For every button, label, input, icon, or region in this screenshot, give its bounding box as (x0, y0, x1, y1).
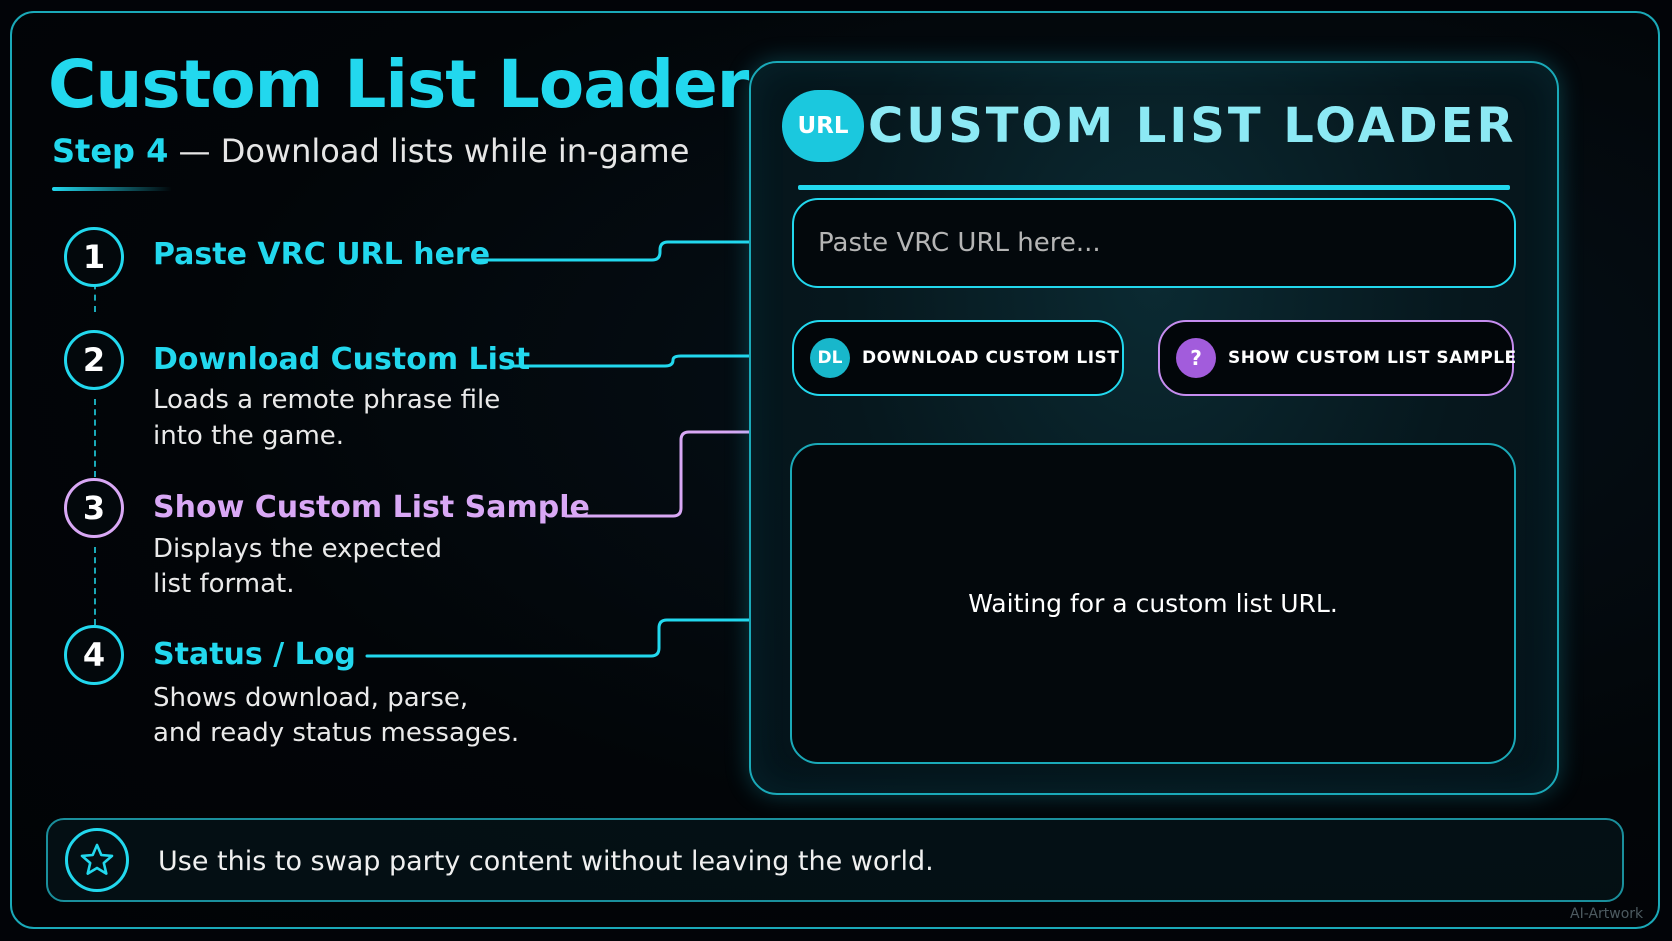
panel-title: CUSTOM LIST LOADER (868, 98, 1517, 154)
url-badge: URL (782, 90, 864, 162)
step-description-line: list format. (153, 569, 295, 599)
step-description-line: Displays the expected (153, 534, 442, 564)
step-number-badge: 2 (64, 330, 124, 390)
step-number-badge: 3 (64, 478, 124, 538)
step-heading-show-sample: Show Custom List Sample (153, 490, 590, 525)
watermark: AI-Artwork (1570, 906, 1644, 922)
panel-divider (798, 185, 1510, 190)
step-heading-download: Download Custom List (153, 342, 531, 377)
step-number-badge: 1 (64, 227, 124, 287)
footer-tip-text: Use this to swap party content without l… (158, 846, 934, 877)
title-underline (52, 187, 172, 191)
status-log-text: Waiting for a custom list URL. (968, 589, 1338, 618)
status-log-box: Waiting for a custom list URL. (790, 443, 1516, 764)
vrc-url-input[interactable]: Paste VRC URL here... (792, 198, 1516, 288)
step-heading-paste-url: Paste VRC URL here (153, 237, 491, 272)
page-title: Custom List Loader (48, 46, 749, 123)
step-description: — Download lists while in-game (168, 132, 690, 170)
download-icon: DL (810, 338, 850, 378)
step-heading-status-log: Status / Log (153, 637, 356, 672)
step-description-line: Loads a remote phrase file (153, 385, 501, 415)
footer-tip-bar (46, 818, 1624, 902)
step-number-badge: 4 (64, 625, 124, 685)
sample-button-label: SHOW CUSTOM LIST SAMPLE (1228, 348, 1517, 368)
step-connector-line (94, 547, 96, 625)
download-button-label: DOWNLOAD CUSTOM LIST (862, 348, 1120, 368)
download-custom-list-button[interactable]: DL DOWNLOAD CUSTOM LIST (792, 320, 1124, 396)
step-connector-line (94, 272, 96, 312)
step-description-line: Shows download, parse, (153, 683, 469, 713)
step-connector-line (94, 399, 96, 477)
star-icon (65, 828, 129, 892)
step-label: Step 4 (52, 132, 169, 170)
page-subtitle: Step 4 — Download lists while in-game (52, 132, 689, 170)
step-description-line: and ready status messages. (153, 718, 520, 748)
show-custom-list-sample-button[interactable]: ? SHOW CUSTOM LIST SAMPLE (1158, 320, 1517, 396)
help-icon: ? (1176, 338, 1216, 378)
step-description-line: into the game. (153, 421, 345, 451)
